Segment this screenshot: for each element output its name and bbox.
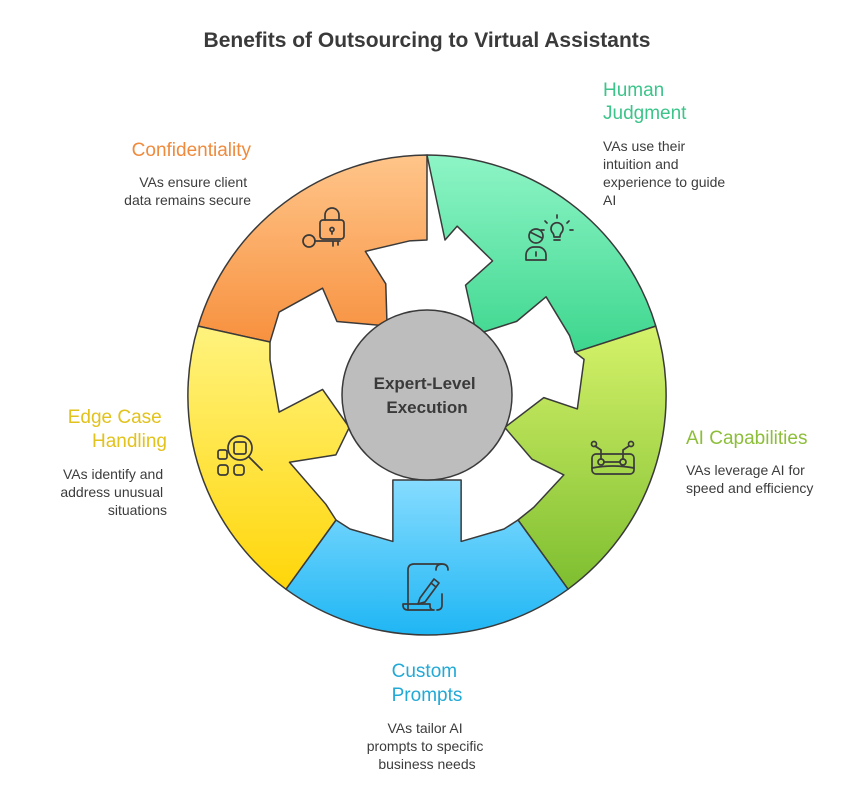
center-line-2: Execution [386,398,467,417]
confidentiality-title-line: Confidentiality [132,140,252,161]
human-judgment-description: VAs use their intuition and experience t… [603,138,729,208]
search-shapes-icon [217,435,263,476]
ai-capabilities-title-line: AI Capabilities [686,428,807,449]
scroll-pen-icon [402,563,449,611]
custom-prompts-desc-line-1: VAs tailor AI [387,720,462,736]
segment-ai-capabilities [503,325,667,590]
center-label: Expert-Level Execution [374,374,481,417]
human-judgment-title-line-1: Human [603,80,664,101]
edge-case-handling-title-line-2: Handling [92,431,167,452]
edge-case-handling-title-line-1: Edge Case [68,407,162,428]
human-judgment-title: Human Judgment [603,80,687,124]
human-judgment-desc-line-4: AI [603,192,616,208]
human-judgment-title-line-2: Judgment [603,103,687,124]
custom-prompts-title: Custom Prompts [392,661,463,706]
center-line-1: Expert-Level [374,374,476,393]
edge-case-handling-desc-line-2: address unusual [60,484,163,500]
edge-case-handling-description: VAs identify and address unusual situati… [60,466,167,518]
custom-prompts-desc-line-3: business needs [378,756,475,772]
edge-case-handling-desc-line-3: situations [108,502,167,518]
lock-key-icon [302,207,345,248]
center-hub [341,309,513,481]
custom-prompts-title-line-2: Prompts [392,685,463,706]
custom-prompts-title-line-1: Custom [392,661,457,682]
custom-prompts-desc-line-2: prompts to specific [367,738,484,754]
ai-capabilities-title: AI Capabilities [686,428,807,449]
edge-case-handling-desc-line-1: VAs identify and [63,466,163,482]
section-ai-capabilities: AI Capabilities VAs leverage AI for spee… [686,428,813,496]
edge-case-handling-title: Edge Case Handling [68,407,167,452]
segment-custom-prompts [285,479,569,636]
section-edge-case-handling: Edge Case Handling VAs identify and addr… [60,407,167,518]
segment-confidentiality [197,154,428,343]
diagram-title: Benefits of Outsourcing to Virtual Assis… [204,29,651,52]
segment-human-judgment [426,154,657,354]
segment-edge-case-handling [187,325,351,590]
section-human-judgment: Human Judgment VAs use their intuition a… [603,80,729,208]
confidentiality-desc-line-2: data remains secure [124,192,251,208]
confidentiality-title: Confidentiality [132,140,252,161]
human-judgment-desc-line-2: intuition and [603,156,679,172]
confidentiality-description: VAs ensure client data remains secure [124,174,251,208]
human-judgment-desc-line-3: experience to guide [603,174,725,190]
circuit-chip-icon [590,440,635,475]
ai-capabilities-description: VAs leverage AI for speed and efficiency [686,462,813,496]
ai-capabilities-desc-line-1: VAs leverage AI for [686,462,805,478]
section-custom-prompts: Custom Prompts VAs tailor AI prompts to … [367,661,488,772]
custom-prompts-description: VAs tailor AI prompts to specific busine… [367,720,488,772]
human-judgment-desc-line-1: VAs use their [603,138,686,154]
confidentiality-desc-line-1: VAs ensure client [139,174,247,190]
section-confidentiality: Confidentiality VAs ensure client data r… [124,140,251,208]
person-lightbulb-icon [525,214,574,261]
ai-capabilities-desc-line-2: speed and efficiency [686,480,813,496]
